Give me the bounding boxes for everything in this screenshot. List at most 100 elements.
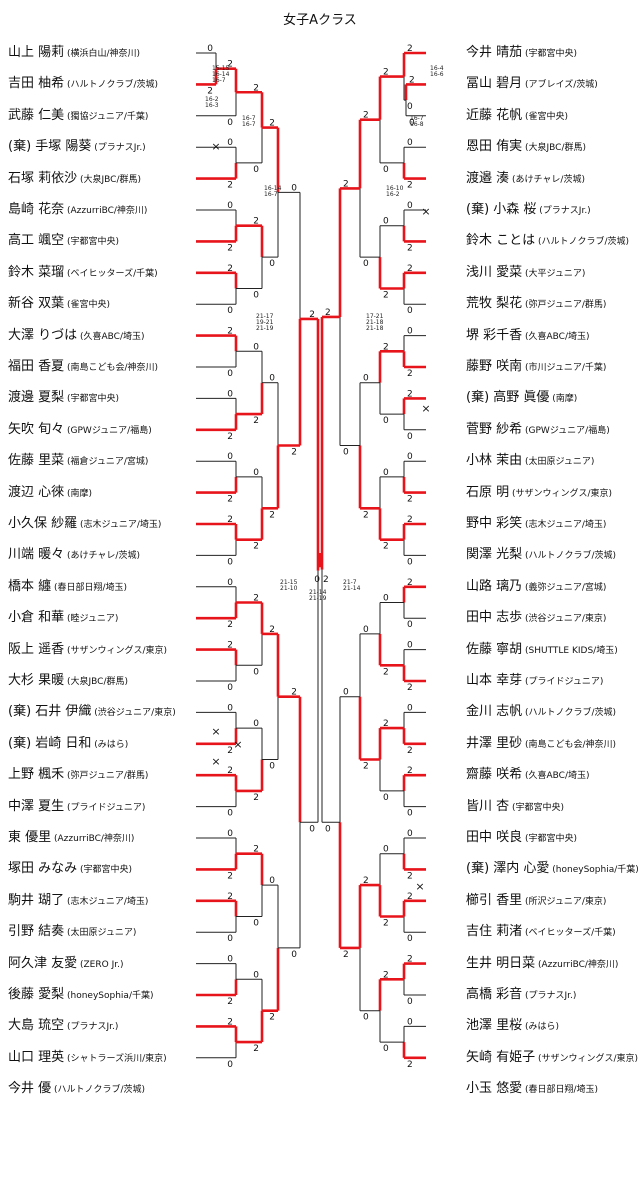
right-entrant-11: 藤野 咲南 (市川ジュニア/千葉): [466, 358, 606, 376]
walkover-mark-1: ×: [211, 140, 220, 153]
round-score: 0: [227, 578, 233, 588]
left-entrant-13: 矢吹 旬々 (GPWジュニア/福島): [8, 421, 152, 439]
game-score-12: 21-19: [256, 325, 274, 332]
entrant-club: (大泉JBC/群馬): [522, 143, 587, 154]
game-score-2: 16-14: [212, 71, 230, 78]
right-entrant-22: 金川 志帆 (ハルトノクラブ/茨城): [466, 703, 616, 721]
game-score-24: 16-2: [386, 191, 400, 198]
right-entrant-18: 山路 璃乃 (義弥ジュニア/宮城): [466, 578, 606, 596]
left-entrant-26: 東 優里 (AzzurriBC/神奈川): [8, 829, 134, 847]
round-score: 0: [409, 118, 415, 128]
entrant-name: 後藤 愛梨: [8, 987, 65, 1002]
round-score: 0: [407, 934, 413, 944]
round-score: 0: [383, 1044, 389, 1054]
right-entrant-26: 田中 咲良 (宇都宮中央): [466, 829, 577, 847]
right-entrant-16: 野中 彩笑 (志木ジュニア/埼玉): [466, 515, 606, 533]
entrant-club: (大泉JBC/群馬): [64, 677, 129, 687]
left-entrant-24: 上野 楓禾 (弥戸ジュニア/群馬): [8, 766, 148, 784]
round-score: 2: [253, 83, 259, 93]
left-entrant-31: 後藤 愛梨 (honeySophia/千葉): [8, 986, 154, 1004]
round-score: 0: [407, 620, 413, 630]
left-entrant-5: 石塚 莉依沙 (大泉JBC/群馬): [8, 170, 141, 188]
round-score: 0: [407, 102, 413, 112]
entrant-club: (GPWジュニア/福島): [522, 425, 610, 436]
entrant-name: 渡邊 夏梨: [8, 390, 65, 406]
round-score: 2: [343, 950, 349, 960]
round-score: 2: [409, 75, 415, 85]
entrant-name: 小林 茉由: [466, 453, 523, 469]
right-entrant-4: 恩田 侑実 (大泉JBC/群馬): [466, 138, 586, 156]
entrant-name: 小久保 紗羅: [8, 516, 78, 531]
walkover-mark-3: ×: [233, 738, 242, 751]
entrant-name: 今井 優: [8, 1081, 52, 1097]
right-entrant-7: 鈴木 ことは (ハルトノクラブ/茨城): [466, 232, 629, 250]
round-score: 0: [269, 876, 275, 886]
round-score: 0: [227, 809, 233, 819]
round-score: 2: [407, 766, 413, 776]
round-score: 2: [227, 264, 233, 274]
entrant-name: 生井 明日菜: [466, 955, 536, 971]
left-entrant-34: 今井 優 (ハルトノクラブ/茨城): [8, 1080, 145, 1098]
right-entrant-14: 小林 茉由 (太田原ジュニア): [466, 452, 594, 470]
round-score: 0: [253, 342, 259, 352]
right-entrant-28: 櫛引 香里 (所沢ジュニア/東京): [466, 892, 606, 910]
walkover-mark-5: ×: [421, 205, 430, 218]
round-score: 2: [383, 542, 389, 552]
round-score: 0: [227, 955, 233, 965]
round-score: 0: [253, 165, 259, 175]
entrant-name: 山路 璃乃: [466, 578, 523, 594]
round-score: 2: [325, 308, 331, 318]
round-score: 2: [407, 955, 413, 965]
round-score: 0: [227, 557, 233, 567]
round-score: 0: [383, 468, 389, 478]
entrant-club: (AzzurriBC/神奈川): [51, 834, 135, 844]
round-score: 0: [383, 793, 389, 803]
entrant-club: (ハルトノクラブ/茨城): [522, 551, 617, 562]
entrant-club: (春日部日翔/埼玉): [522, 1085, 599, 1096]
round-score: 2: [227, 60, 233, 70]
round-score: 2: [383, 667, 389, 677]
entrant-club: (GPWジュニア/福島): [64, 425, 152, 436]
right-entrant-6: (棄) 小森 桜 (プラナスJr.): [466, 201, 591, 219]
round-score: 2: [407, 683, 413, 693]
game-score-25: 17-21: [366, 313, 384, 320]
round-score: 2: [253, 217, 259, 227]
entrant-club: (弥戸ジュニア/群馬): [522, 300, 607, 311]
left-entrant-6: 島崎 花奈 (AzzurriBC/神奈川): [8, 201, 147, 219]
entrant-name: 福田 香夏: [8, 359, 65, 374]
entrant-club: (アブレイズ/茨城): [522, 80, 598, 91]
right-entrant-27: (棄) 澤内 心愛 (honeySophia/千葉): [466, 860, 639, 878]
final-score-right: 2: [323, 575, 329, 585]
entrant-name: 島崎 花奈: [8, 202, 65, 217]
entrant-club: (honeySophia/千葉): [64, 991, 154, 1001]
round-score: 2: [227, 1017, 233, 1027]
walkover-mark-6: ×: [421, 402, 430, 415]
entrant-name: 吉田 柚希: [8, 76, 65, 92]
entrant-name: 東 優里: [8, 830, 52, 845]
entrant-club: (みはら): [91, 739, 129, 750]
entrant-name: 櫛引 香里: [466, 892, 523, 908]
round-score: 2: [407, 389, 413, 399]
round-score: 2: [407, 243, 413, 253]
entrant-name: 渡邉 湊: [466, 170, 510, 186]
round-score: 0: [407, 829, 413, 839]
entrant-club: (ZERO Jr.): [77, 959, 124, 970]
round-score: 0: [407, 1017, 413, 1027]
game-score-17: 21-7: [343, 579, 357, 586]
round-score: 0: [407, 201, 413, 211]
entrant-club: (プライドジュニア): [64, 802, 146, 813]
round-score: 2: [407, 578, 413, 588]
left-entrant-3: 武藤 仁美 (獨協ジュニア/千葉): [8, 107, 148, 125]
game-score-19: 16-4: [430, 65, 444, 72]
round-score: 0: [309, 824, 315, 834]
round-score: 0: [363, 1013, 369, 1023]
entrant-club: (市川ジュニア/千葉): [522, 363, 607, 373]
right-entrant-32: 池澤 里桜 (みはら): [466, 1017, 559, 1035]
right-entrant-8: 浅川 愛菜 (大平ジュニア): [466, 264, 585, 282]
entrant-name: 近藤 花帆: [466, 107, 523, 123]
entrant-club: (あけチャレ/茨城): [509, 174, 585, 185]
right-entrant-34: 小玉 悠愛 (春日部日翔/埼玉): [466, 1080, 598, 1098]
game-score-6: 16-7: [242, 115, 256, 122]
right-entrant-17: 関澤 光梨 (ハルトノクラブ/茨城): [466, 546, 616, 564]
round-score: 2: [253, 594, 259, 604]
